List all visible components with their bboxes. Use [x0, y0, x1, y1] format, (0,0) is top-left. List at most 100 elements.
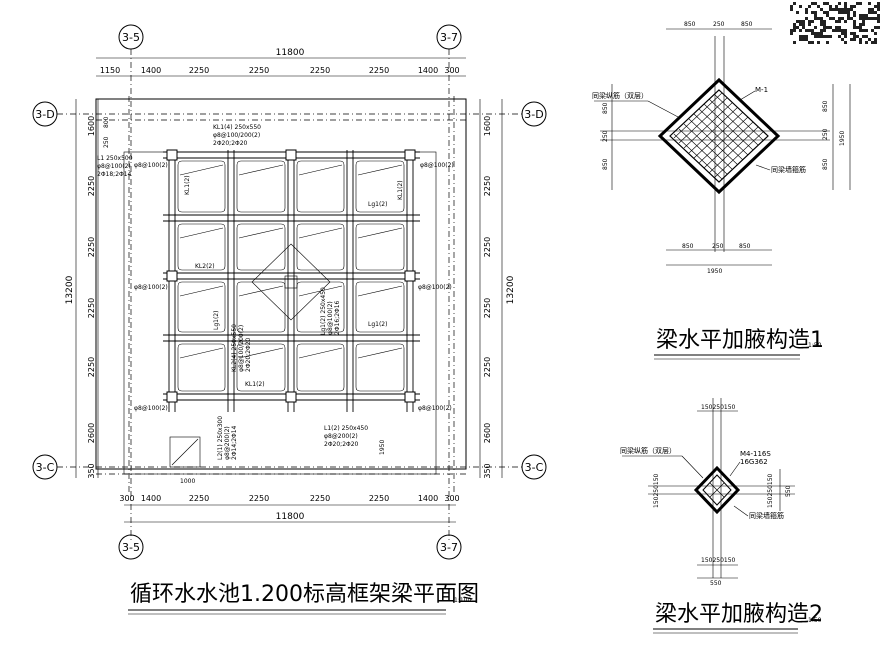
- axis-bubble-top-right: 3-7: [436, 24, 462, 543]
- haunch-edge: [238, 347, 284, 359]
- qr-module: [826, 2, 829, 5]
- axis-label: 3-5: [122, 31, 140, 44]
- qr-module: [835, 5, 838, 8]
- column: [404, 149, 416, 161]
- qr-module: [793, 2, 796, 5]
- qr-module: [796, 11, 799, 14]
- qr-module: [853, 14, 856, 17]
- dimension-value: 2250: [369, 66, 389, 75]
- qr-module: [850, 8, 853, 11]
- qr-module: [877, 26, 880, 29]
- panel-haunch: [236, 160, 286, 213]
- qr-module: [874, 32, 877, 35]
- hatch-line: [698, 108, 749, 156]
- main-plan-scale: 1:100: [454, 597, 471, 604]
- qr-module: [868, 38, 871, 41]
- d1-label-mark: M-1: [755, 86, 768, 94]
- hatch-line: [683, 101, 734, 149]
- qr-module: [865, 29, 868, 32]
- lg1-top-right: Lg1(2): [368, 201, 387, 208]
- qr-module: [805, 35, 808, 38]
- qr-module: [874, 38, 877, 41]
- axis-bubble-bottom-left: 3-5: [118, 534, 144, 560]
- qr-module: [829, 35, 832, 38]
- qr-module: [844, 32, 847, 35]
- qr-module: [853, 32, 856, 35]
- l1-left-line2: φ8@100(2): [97, 163, 131, 170]
- d1-left-1: 850: [602, 102, 609, 114]
- qr-module: [862, 29, 865, 32]
- axis-label: 3-5: [122, 541, 140, 554]
- stirrup-3: φ8@100(2): [134, 284, 168, 291]
- qr-module: [835, 8, 838, 11]
- qr-module: [820, 8, 823, 11]
- d2-left: 150250150: [653, 473, 660, 508]
- detail2-title: 梁水平加腋构造2: [655, 602, 823, 627]
- dimension-value: 2250: [87, 357, 96, 377]
- panel-haunch: [355, 160, 405, 213]
- kl2-mid-2: φ8@100/200(2): [238, 325, 245, 372]
- qr-module: [793, 29, 796, 32]
- qr-module: [826, 41, 829, 44]
- qr-module: [799, 35, 802, 38]
- dim-250: 250: [103, 136, 110, 148]
- qr-module: [859, 41, 862, 44]
- d1-bot-2: 250: [712, 243, 724, 250]
- qr-module: [805, 8, 808, 11]
- hatch-line: [698, 116, 749, 164]
- qr-module: [874, 11, 877, 14]
- axis-bubble-right-top: 3-D: [521, 101, 547, 127]
- panel-haunch: [355, 223, 405, 271]
- dimension-value: 2600: [87, 423, 96, 443]
- dimension-value: 2250: [483, 237, 492, 257]
- qr-module: [865, 35, 868, 38]
- hatch-line: [713, 131, 764, 179]
- d2-label-longitudinal: 同梁纵筋（双层）: [620, 446, 676, 455]
- l2-bottom-3: 2Φ14;2Φ14: [231, 425, 238, 460]
- dimension-value: 2250: [483, 357, 492, 377]
- qr-module: [844, 5, 847, 8]
- qr-module: [874, 26, 877, 29]
- qr-module: [868, 11, 871, 14]
- qr-module: [838, 35, 841, 38]
- axis-label: 3-7: [440, 31, 458, 44]
- axis-bubble-left-bottom: 3-C: [32, 454, 522, 480]
- detail-1: 850 250 850 850 250 850 1950 850 250 850…: [592, 21, 851, 360]
- qr-module: [817, 41, 820, 44]
- qr-module: [805, 11, 808, 14]
- qr-module: [802, 26, 805, 29]
- panel-haunch: [236, 281, 286, 333]
- panel-haunch: [177, 343, 226, 392]
- qr-module: [844, 8, 847, 11]
- l1-left-line3: 2Φ18;2Φ14: [97, 171, 132, 178]
- haunch-edge: [357, 285, 403, 297]
- qr-module: [829, 17, 832, 20]
- dimension-value: 1400: [141, 494, 161, 503]
- qr-module: [862, 35, 865, 38]
- qr-module: [832, 17, 835, 20]
- d2-right: 150250150: [767, 473, 774, 508]
- stirrup-6: φ8@100(2): [418, 405, 452, 412]
- qr-module: [811, 32, 814, 35]
- qr-module: [799, 5, 802, 8]
- qr-module: [853, 38, 856, 41]
- qr-module: [799, 20, 802, 23]
- qr-module: [871, 29, 874, 32]
- haunch-edge: [179, 347, 224, 359]
- qr-module: [796, 20, 799, 23]
- haunch-edge: [357, 164, 403, 176]
- qr-module: [814, 14, 817, 17]
- detail2-scale: 1:50: [808, 617, 822, 624]
- dimension-value: 350: [87, 463, 96, 478]
- lg1-mid-2: φ8@100(2): [327, 301, 334, 335]
- qr-module: [868, 17, 871, 20]
- l1-bottom-2: φ8@200(2): [324, 433, 358, 440]
- hatch-line: [703, 121, 754, 169]
- hatch-line: [713, 93, 764, 141]
- dimension-value: 1600: [87, 116, 96, 136]
- lg1-mid-1: Lg1(2) 250x450: [320, 287, 327, 335]
- qr-module: [853, 5, 856, 8]
- qr-module: [865, 41, 868, 44]
- column: [404, 391, 416, 403]
